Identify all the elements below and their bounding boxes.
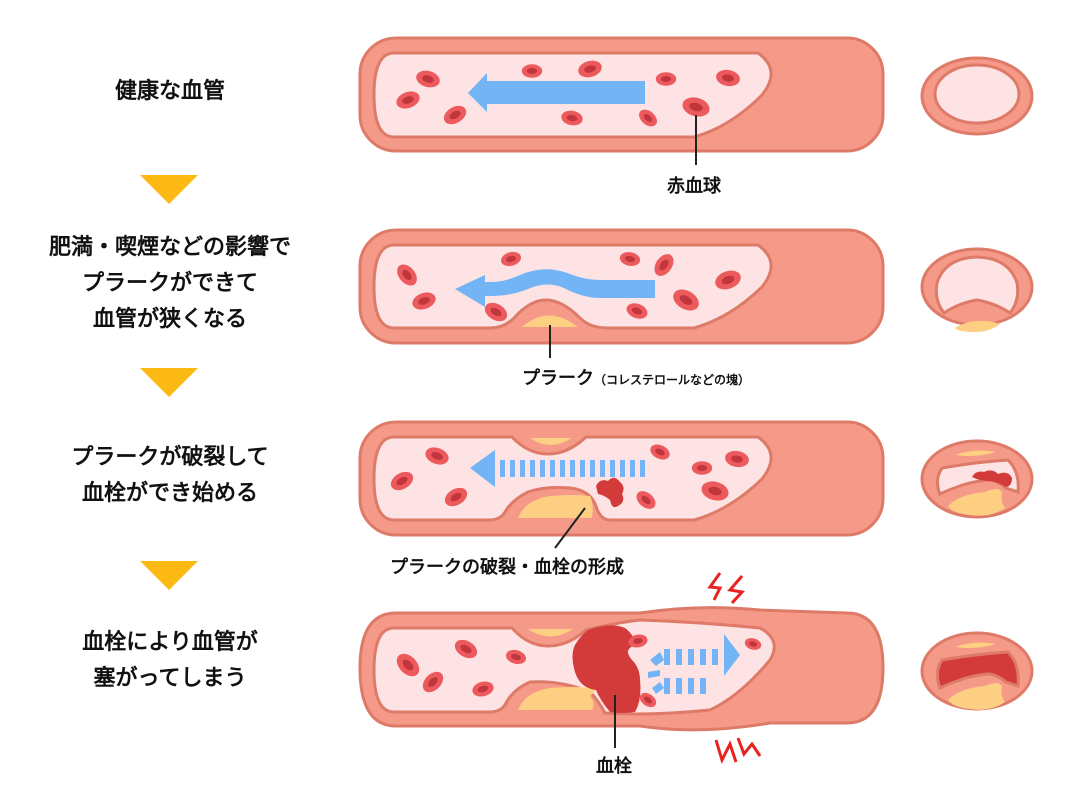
- stage-1-label: 健康な血管: [0, 74, 340, 110]
- healthy-cross-section: [920, 56, 1034, 136]
- pain-mark-top-icon: [707, 572, 745, 605]
- flow-arrow-icon: [470, 450, 645, 487]
- stage-4-line-1: 血栓により血管が: [82, 630, 258, 655]
- plaque-callout: プラーク（コレステロールなどの塊）: [522, 364, 750, 390]
- step-arrow-1-icon: [140, 175, 198, 204]
- red-blood-cell: [691, 461, 713, 475]
- flow-arrow-icon: [468, 73, 645, 112]
- ruptured-plaque-vessel: [358, 420, 885, 549]
- step-arrow-2-icon: [140, 368, 198, 397]
- plaque-callout-label: プラーク: [522, 368, 594, 389]
- ruptured-cross-section: [920, 439, 1034, 519]
- stage-4-label: 血栓により血管が 塞がってしまう: [0, 625, 340, 697]
- narrowed-vessel: [358, 228, 885, 358]
- plaque: [518, 495, 593, 518]
- stage-3-label: プラークが破裂して 血栓ができ始める: [0, 440, 340, 512]
- step-arrow-3-icon: [140, 561, 198, 590]
- stage-2-line-3: 血管が狭くなる: [92, 307, 247, 332]
- thrombus: [972, 470, 1012, 487]
- plaque: [530, 438, 572, 445]
- flow-arrow-icon: [455, 269, 655, 307]
- stage-2-label: 肥満・喫煙などの影響で プラークができて 血管が狭くなる: [0, 230, 340, 338]
- blocked-vessel: [358, 572, 885, 765]
- callout-line: [554, 507, 586, 549]
- rupture-callout: プラークの破裂・血栓の形成: [390, 557, 624, 578]
- thrombus-callout: 血栓: [596, 756, 632, 777]
- stage-2-line-1: 肥満・喫煙などの影響で: [48, 235, 291, 260]
- healthy-vessel: [358, 36, 885, 165]
- thrombus: [596, 477, 624, 508]
- flow-arrow-icon: [648, 634, 740, 694]
- plaque: [955, 320, 1000, 332]
- blocked-cross-section: [920, 631, 1034, 711]
- plaque: [528, 629, 573, 637]
- red-blood-cell: [655, 72, 677, 86]
- plaque-callout-note: （コレステロールなどの塊）: [594, 373, 751, 387]
- stage-1-line-1: 健康な血管: [114, 79, 225, 104]
- plaque: [948, 489, 1005, 516]
- stage-4-line-2: 塞がってしまう: [93, 666, 247, 691]
- red-blood-cell: [521, 64, 543, 78]
- plaque: [522, 315, 578, 327]
- pain-mark-bottom-icon: [714, 737, 762, 765]
- plaque: [955, 642, 996, 648]
- plaque: [518, 687, 595, 710]
- stage-2-line-2: プラークができて: [81, 271, 258, 296]
- red-blood-cell-callout: 赤血球: [667, 176, 721, 197]
- stage-3-line-2: 血栓ができ始める: [81, 481, 258, 506]
- thrombus: [572, 625, 641, 713]
- stage-3-line-1: プラークが破裂して: [71, 445, 269, 470]
- narrowed-cross-section: [920, 247, 1034, 332]
- plaque: [948, 683, 1005, 710]
- plaque: [955, 450, 996, 456]
